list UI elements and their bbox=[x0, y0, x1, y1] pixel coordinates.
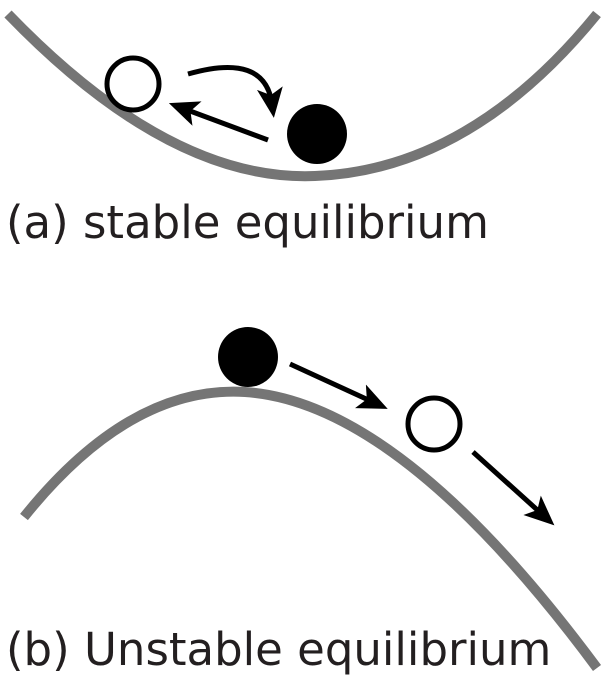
top-ball-filled bbox=[218, 327, 278, 387]
arrow-rolling-down-2 bbox=[471, 450, 555, 526]
resting-ball-filled bbox=[287, 104, 347, 164]
panel-b-unstable: (b) Unstable equilibrium bbox=[6, 327, 602, 676]
bowl-curve bbox=[4, 10, 601, 182]
arrow-curved-to-bottom bbox=[187, 65, 283, 118]
panel-a-stable: (a) stable equilibrium bbox=[4, 10, 601, 249]
arrow-rolling-down-1 bbox=[288, 361, 388, 409]
rolling-ball-outline bbox=[405, 395, 463, 453]
arrow-restoring-back bbox=[168, 101, 269, 143]
caption-a: (a) stable equilibrium bbox=[6, 196, 489, 249]
displaced-ball-outline bbox=[104, 55, 162, 113]
caption-b: (b) Unstable equilibrium bbox=[6, 623, 551, 676]
hill-curve bbox=[20, 386, 602, 671]
